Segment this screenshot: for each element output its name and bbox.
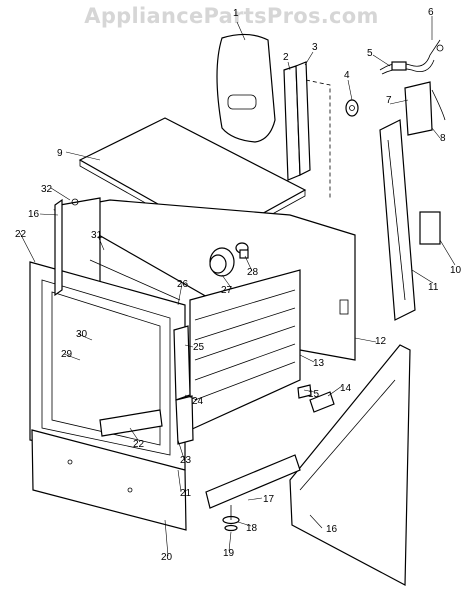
callout-23: 23 bbox=[180, 455, 192, 466]
part-26-27-28-small-parts bbox=[209, 249, 249, 274]
part-23-24-brackets bbox=[99, 395, 194, 445]
callout-27: 27 bbox=[221, 285, 233, 296]
part-4-knob bbox=[345, 99, 359, 117]
part-16-side-panel bbox=[289, 344, 411, 586]
part-14-15-clips bbox=[297, 384, 335, 413]
callout-3: 3 bbox=[312, 42, 318, 53]
callout-labels: 1 2 3 4 5 6 7 8 9 10 11 12 13 14 15 16 1… bbox=[15, 7, 462, 563]
callout-9: 9 bbox=[57, 148, 63, 159]
callout-26: 26 bbox=[177, 279, 189, 290]
callout-28: 28 bbox=[247, 267, 259, 278]
callout-19: 19 bbox=[223, 548, 235, 559]
part-20-21-bottom-trim bbox=[31, 429, 187, 531]
callout-24: 24 bbox=[192, 396, 204, 407]
callout-25: 25 bbox=[193, 342, 205, 353]
callout-5: 5 bbox=[367, 48, 373, 59]
callout-32: 32 bbox=[41, 184, 53, 195]
callout-12: 12 bbox=[375, 336, 387, 347]
part-18-19-leveling-leg bbox=[222, 505, 240, 532]
callout-30: 30 bbox=[76, 329, 88, 340]
leader-lines bbox=[19, 16, 456, 557]
part-11-12-side-rail bbox=[379, 119, 441, 321]
part-7-8-bracket bbox=[404, 81, 446, 136]
callout-29: 29 bbox=[61, 349, 73, 360]
callout-22-top: 22 bbox=[15, 229, 27, 240]
part-5-6-wire-harness bbox=[379, 39, 444, 75]
part-25-hinge bbox=[173, 325, 191, 401]
callout-15: 15 bbox=[308, 389, 320, 400]
part-16-32-left-panel bbox=[54, 198, 79, 297]
callout-22-bottom: 22 bbox=[133, 439, 145, 450]
callout-14: 14 bbox=[340, 383, 352, 394]
callout-8: 8 bbox=[440, 133, 446, 144]
callout-11: 11 bbox=[428, 282, 439, 293]
callout-13: 13 bbox=[313, 358, 325, 369]
part-1-insulation bbox=[216, 33, 276, 143]
callout-7: 7 bbox=[386, 95, 392, 106]
callout-10: 10 bbox=[450, 265, 462, 276]
callout-31: 31 bbox=[91, 230, 103, 241]
callout-17: 17 bbox=[263, 494, 275, 505]
part-17-kickplate bbox=[205, 454, 301, 509]
callout-6: 6 bbox=[428, 7, 434, 18]
callout-16-left: 16 bbox=[28, 209, 40, 220]
part-2-3-brackets bbox=[283, 61, 331, 200]
callout-2: 2 bbox=[283, 52, 289, 63]
callout-20: 20 bbox=[161, 552, 173, 563]
callout-4: 4 bbox=[344, 70, 350, 81]
callout-21: 21 bbox=[180, 488, 192, 499]
callout-1: 1 bbox=[233, 8, 239, 19]
callout-16-right: 16 bbox=[326, 524, 338, 535]
callout-18: 18 bbox=[246, 523, 258, 534]
